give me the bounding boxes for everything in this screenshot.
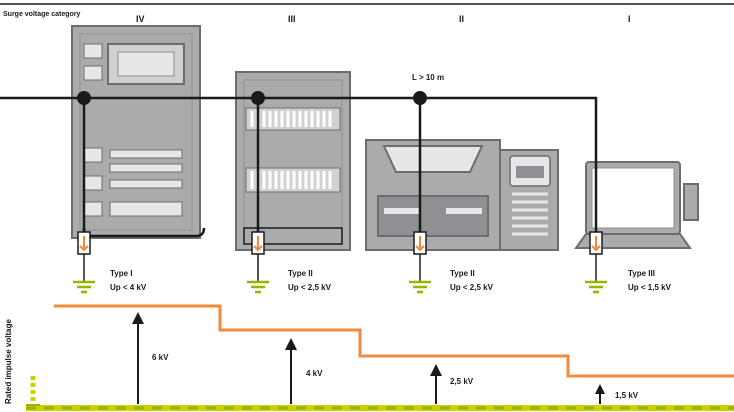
earth-symbol-i [585, 280, 607, 294]
junction-node-iii [251, 91, 265, 105]
surge-arrester-type-ii-b [413, 231, 427, 282]
voltage-arrow-2-5kv [430, 364, 442, 404]
header-title: Surge voltage category [3, 11, 81, 18]
impulse-voltage-step-line [54, 304, 734, 378]
phase-conductor [0, 96, 598, 238]
surge-arrester-type-iii [589, 231, 603, 282]
voltage-label-2-5kv: 2,5 kV [450, 377, 474, 386]
voltage-label-1-5kv: 1,5 kV [615, 391, 639, 400]
industrial-machine [365, 139, 559, 251]
device-type-label-1: Type I [110, 269, 133, 278]
surge-arrester-type-i [77, 231, 91, 282]
earth-symbol-iii [247, 280, 269, 294]
device-up-label-4: Up < 1,5 kV [628, 283, 672, 292]
device-type-label-3: Type II [450, 269, 475, 278]
distance-label: L > 10 m [412, 73, 444, 82]
junction-node-iv [77, 91, 91, 105]
device-type-label-4: Type III [628, 269, 655, 278]
device-up-label-2: Up < 2,5 kV [288, 283, 332, 292]
voltage-arrow-4kv [285, 338, 297, 404]
voltage-arrow-1-5kv [595, 384, 605, 404]
potential-equalization-bar [26, 405, 734, 411]
laptop-device [574, 161, 699, 249]
device-up-label-1: Up < 4 kV [110, 283, 147, 292]
voltage-arrow-6kv [132, 312, 144, 404]
device-type-label-2: Type II [288, 269, 313, 278]
category-iii-label: III [288, 14, 296, 24]
earth-electrode-icon [26, 376, 40, 406]
device-up-label-3: Up < 2,5 kV [450, 283, 494, 292]
y-axis-label: Rated impulse voltage [4, 319, 13, 404]
earth-symbol-iv [73, 280, 95, 294]
surge-arrester-type-ii-a [251, 231, 265, 282]
voltage-label-4kv: 4 kV [306, 369, 323, 378]
junction-node-ii [413, 91, 427, 105]
category-i-label: I [628, 14, 631, 24]
category-iv-label: IV [136, 14, 145, 24]
category-ii-label: II [459, 14, 464, 24]
earth-symbol-ii [409, 280, 431, 294]
voltage-label-6kv: 6 kV [152, 353, 169, 362]
main-distribution-cabinet [71, 25, 206, 239]
